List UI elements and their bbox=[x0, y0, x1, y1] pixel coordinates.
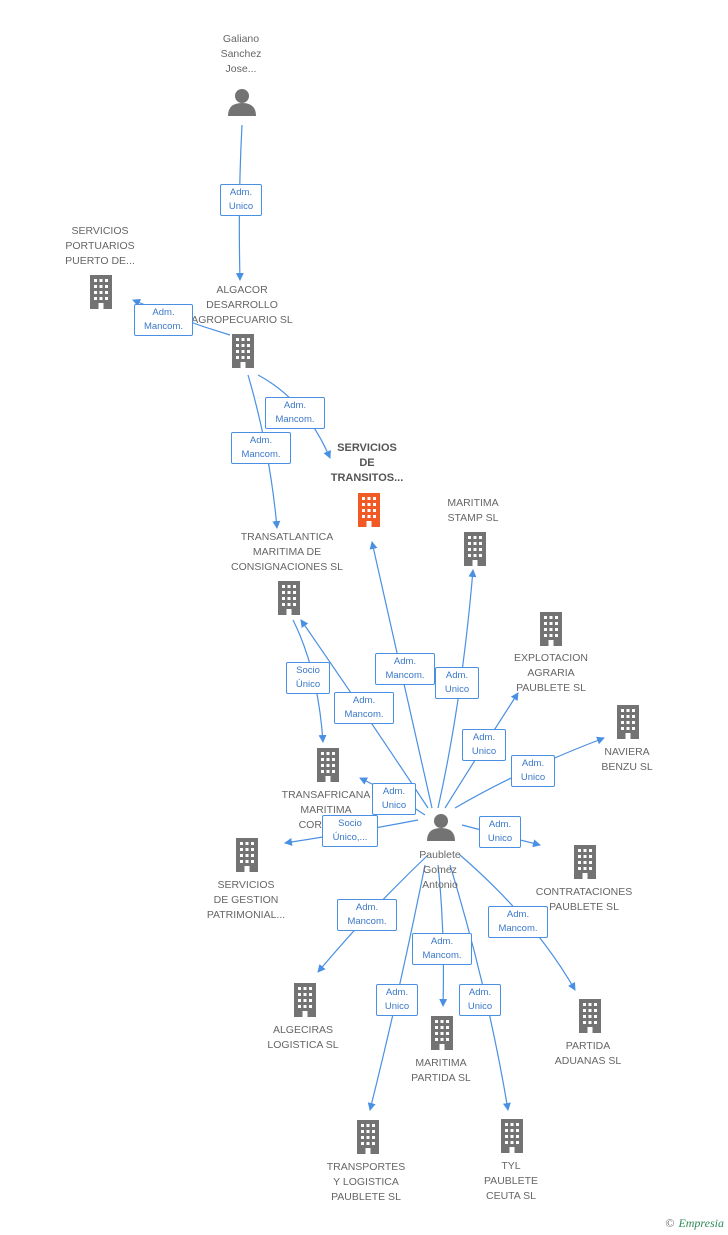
node-label-transportes[interactable]: TRANSPORTES Y LOGISTICA PAUBLETE SL bbox=[326, 1161, 406, 1203]
building-icon-contrataciones[interactable] bbox=[574, 845, 596, 879]
edge-label-paublete-transafricana[interactable]: Adm. Unico bbox=[372, 783, 416, 815]
edge-label-paublete-naviera[interactable]: Adm. Unico bbox=[511, 755, 555, 787]
building-icon-stamp[interactable] bbox=[464, 532, 486, 566]
node-label-explotacion[interactable]: EXPLOTACION AGRARIA PAUBLETE SL bbox=[514, 652, 588, 694]
edge-label-paublete-gestion[interactable]: Socio Único,... bbox=[322, 815, 378, 847]
edge-label-paublete-stamp[interactable]: Adm. Unico bbox=[435, 667, 479, 699]
edge-label-algacor-portuarios[interactable]: Adm. Mancom. bbox=[134, 304, 193, 336]
node-label-transatlantica[interactable]: TRANSATLANTICA MARITIMA DE CONSIGNACIONE… bbox=[230, 531, 344, 573]
node-label-naviera[interactable]: NAVIERA BENZU SL bbox=[601, 746, 653, 773]
edge-label-algacor-transitos[interactable]: Adm. Mancom. bbox=[265, 397, 325, 429]
node-label-transitos[interactable]: SERVICIOS DE TRANSITOS... bbox=[330, 442, 404, 484]
edge-label-paublete-tyl[interactable]: Adm. Unico bbox=[459, 984, 501, 1016]
edge-label-paublete-transportes[interactable]: Adm. Unico bbox=[376, 984, 418, 1016]
brand-name: Empresia bbox=[678, 1216, 724, 1230]
edge-paublete-partida bbox=[437, 864, 448, 1007]
building-icon-portuarios[interactable] bbox=[90, 275, 112, 309]
node-label-portuarios[interactable]: SERVICIOS PORTUARIOS PUERTO DE... bbox=[65, 225, 135, 267]
node-label-paublete[interactable]: Paublete Gomez Antonio bbox=[419, 849, 461, 891]
node-label-aduanas[interactable]: PARTIDA ADUANAS SL bbox=[554, 1040, 622, 1067]
building-icon-transportes[interactable] bbox=[357, 1120, 379, 1154]
building-icon-aduanas[interactable] bbox=[579, 999, 601, 1033]
edge-label-paublete-explotacion[interactable]: Adm. Unico bbox=[462, 729, 506, 761]
edge-label-algacor-transatlantica[interactable]: Adm. Mancom. bbox=[231, 432, 291, 464]
edge-label-paublete-partida[interactable]: Adm. Mancom. bbox=[412, 933, 472, 965]
building-icon-transitos[interactable] bbox=[358, 493, 380, 527]
edge-label-paublete-contrataciones[interactable]: Adm. Unico bbox=[479, 816, 521, 848]
person-icon-paublete[interactable] bbox=[427, 814, 455, 841]
copyright-symbol: © bbox=[665, 1216, 675, 1230]
node-label-partida[interactable]: MARITIMA PARTIDA SL bbox=[411, 1057, 471, 1084]
building-icon-naviera[interactable] bbox=[617, 705, 639, 739]
edge-label-transatlantica-transafricana[interactable]: Socio Único bbox=[286, 662, 330, 694]
node-label-gestion[interactable]: SERVICIOS DE GESTION PATRIMONIAL... bbox=[206, 879, 286, 921]
node-label-algacor[interactable]: ALGACOR DESARROLLO AGROPECUARIO SL bbox=[191, 284, 293, 326]
building-icon-algacor[interactable] bbox=[232, 334, 254, 368]
node-label-galiano[interactable]: Galiano Sanchez Jose... bbox=[220, 33, 262, 75]
node-label-stamp[interactable]: MARITIMA STAMP SL bbox=[447, 497, 499, 524]
building-icon-transafricana[interactable] bbox=[317, 748, 339, 782]
building-icon-explotacion[interactable] bbox=[540, 612, 562, 646]
building-icon-tyl[interactable] bbox=[501, 1119, 523, 1153]
building-icon-partida[interactable] bbox=[431, 1016, 453, 1050]
node-label-tyl[interactable]: TYL PAUBLETE CEUTA SL bbox=[483, 1160, 539, 1202]
building-icon-transatlantica[interactable] bbox=[278, 581, 300, 615]
edge-label-paublete-aduanas[interactable]: Adm. Mancom. bbox=[488, 906, 548, 938]
edge-label-galiano-algacor[interactable]: Adm. Unico bbox=[220, 184, 262, 216]
edge-label-paublete-transatlantica[interactable]: Adm. Mancom. bbox=[334, 692, 394, 724]
node-label-algeciras[interactable]: ALGECIRAS LOGISTICA SL bbox=[267, 1024, 339, 1051]
node-label-contrataciones[interactable]: CONTRATACIONES PAUBLETE SL bbox=[535, 886, 633, 913]
building-icon-gestion[interactable] bbox=[236, 838, 258, 872]
building-icon-algeciras[interactable] bbox=[294, 983, 316, 1017]
edges bbox=[132, 124, 605, 1111]
edge-label-paublete-algeciras[interactable]: Adm. Mancom. bbox=[337, 899, 397, 931]
edge-label-paublete-transitos[interactable]: Adm. Mancom. bbox=[375, 653, 435, 685]
person-icon-galiano[interactable] bbox=[228, 89, 256, 116]
empresia-logo: ©Empresia bbox=[665, 1216, 724, 1231]
